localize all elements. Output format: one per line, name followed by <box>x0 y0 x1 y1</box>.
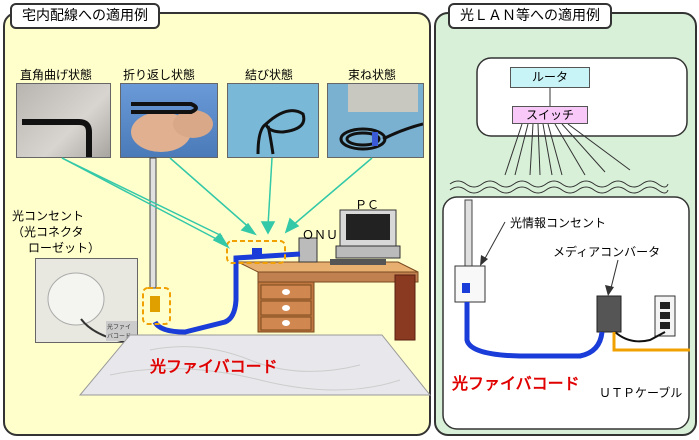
photo-label-knotted: 結び状態 <box>245 68 294 82</box>
outlet-label-line3: ローゼット） <box>28 241 101 255</box>
switch-label: スイッチ <box>525 108 574 122</box>
folded-cord-icon <box>131 102 213 152</box>
knotted-photo <box>227 83 319 158</box>
bundled-photo <box>327 83 424 158</box>
photo-label-bundled: 束ね状態 <box>348 68 397 82</box>
outlet-photo: 光ファイバコード <box>35 258 138 343</box>
left-cord-label: 光ファイバコード <box>150 357 278 376</box>
bent-cord-icon <box>22 119 92 157</box>
media-converter-label: メディアコンバータ <box>553 245 661 259</box>
pc-label: ＰＣ <box>355 198 380 212</box>
outlet-label-line2: （光コネクタ <box>12 225 84 239</box>
switch-box: スイッチ <box>512 106 588 124</box>
knotted-cord-icon <box>256 109 306 155</box>
outlet-label-line1: 光コンセント <box>12 209 85 223</box>
right-angle-photo <box>16 83 111 158</box>
router-box: ルータ <box>510 67 590 88</box>
onu-label: ＯＮＵ <box>302 228 339 242</box>
indoor-wiring-title: 宅内配線への適用例 <box>10 3 160 29</box>
router-label: ルータ <box>531 70 568 84</box>
folded-photo <box>120 83 218 158</box>
optical-lan-title: 光ＬＡＮ等への適用例 <box>448 3 612 29</box>
photo-label-right-angle: 直角曲げ状態 <box>20 68 93 82</box>
bundled-cord-icon <box>339 84 423 151</box>
right-cord-label: 光ファイバコード <box>452 374 580 393</box>
utp-cable-label: ＵＴＰケーブル <box>599 386 683 400</box>
rosette-icon <box>47 272 132 342</box>
photo-label-folded: 折り返し状態 <box>123 68 196 82</box>
info-outlet-label: 光情報コンセント <box>510 216 607 230</box>
